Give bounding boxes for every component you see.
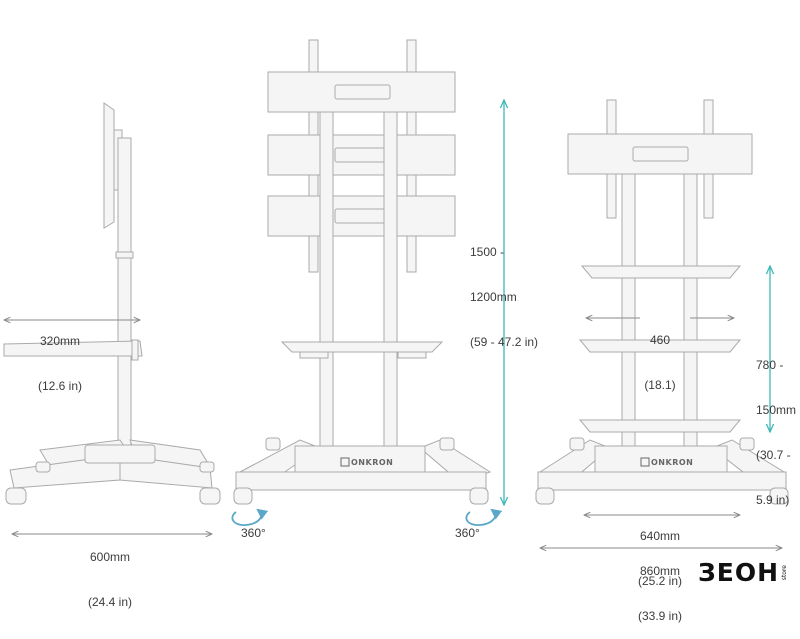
shelf-travel-line-1: 780 - bbox=[756, 358, 784, 372]
side-view-stand bbox=[3, 102, 221, 505]
shelf-travel-line-2: 150mm bbox=[756, 403, 797, 417]
tv-stand-dimension-diagram: ONKRON ONKRON bbox=[0, 39, 789, 600]
inner-width-in: (25.2 in) bbox=[637, 574, 683, 588]
shelf-width-mm: 460 bbox=[649, 333, 671, 347]
base-depth-label: 600mm (24.4 in) bbox=[70, 520, 150, 625]
inner-width-label: 640mm (25.2 in) bbox=[620, 499, 700, 604]
store-logo-name: ЗЕОН bbox=[698, 558, 780, 587]
svg-text:ONKRON: ONKRON bbox=[351, 458, 393, 467]
svg-text:ONKRON: ONKRON bbox=[651, 458, 693, 467]
shelf-width-in: (18.1) bbox=[644, 378, 676, 392]
height-range-line-2: 1200mm bbox=[470, 290, 517, 304]
outer-width-label: 860mm (33.9 in) bbox=[620, 534, 700, 639]
rotation-right-label: 360° bbox=[455, 526, 480, 540]
outer-width-mm: 860mm bbox=[639, 564, 680, 578]
base-depth-in: (24.4 in) bbox=[87, 595, 133, 609]
height-range-label: 1500 - 1200mm (59 - 47.2 in) bbox=[470, 215, 538, 365]
shelf-travel-line-3: (30.7 - bbox=[756, 448, 791, 462]
height-range-line-3: (59 - 47.2 in) bbox=[470, 335, 539, 349]
base-depth-mm: 600mm bbox=[89, 550, 130, 564]
front-view-stand bbox=[233, 39, 492, 505]
shelf-depth-label: 320mm (12.6 in) bbox=[20, 304, 100, 409]
shelf-travel-label: 780 - 150mm (30.7 - 5.9 in) bbox=[756, 328, 796, 523]
front-view-2-logo: ONKRON bbox=[640, 457, 693, 467]
shelf-width-label: 460 (18.1) bbox=[632, 303, 688, 408]
shelf-depth-mm: 320mm bbox=[39, 334, 80, 348]
shelf-travel-line-4: 5.9 in) bbox=[756, 493, 790, 507]
store-logo: ЗЕОН store bbox=[698, 560, 788, 586]
outer-width-in: (33.9 in) bbox=[637, 609, 683, 623]
inner-width-mm: 640mm bbox=[639, 529, 680, 543]
caster-rotation-left-icon bbox=[231, 508, 269, 526]
shelf-depth-in: (12.6 in) bbox=[37, 379, 83, 393]
front-view-logo: ONKRON bbox=[340, 457, 393, 467]
caster-rotation-right-icon bbox=[465, 508, 503, 526]
front-view-2-stand bbox=[535, 99, 789, 505]
store-logo-side: store bbox=[781, 565, 789, 581]
rotation-left-label: 360° bbox=[241, 526, 266, 540]
height-range-line-1: 1500 - bbox=[470, 245, 505, 259]
